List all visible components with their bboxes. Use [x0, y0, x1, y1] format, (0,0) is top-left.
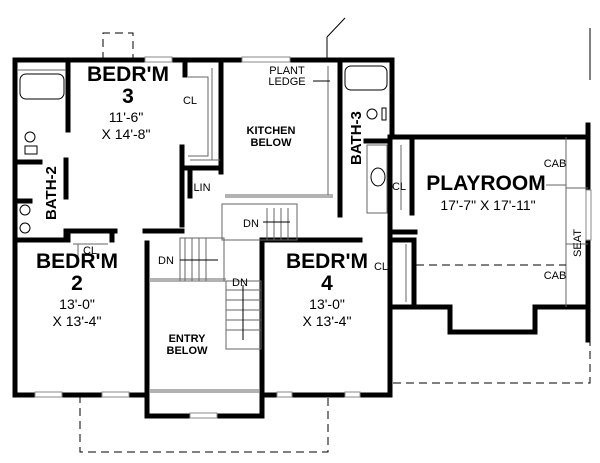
cabinet-label: CAB [544, 158, 567, 170]
room-labels: BEDR'M 3 11'-6" X 14'-8" CL PLANT LEDGE … [36, 63, 584, 357]
stair-down-label: DN [232, 277, 248, 289]
plant-ledge-label-2: LEDGE [268, 76, 305, 88]
entry-label-2: BELOW [167, 345, 209, 357]
playroom-name: PLAYROOM [426, 172, 545, 195]
windows [34, 56, 592, 419]
kitchen-label-1: KITCHEN [247, 125, 296, 137]
seat-label: SEAT [572, 229, 584, 257]
walls [12, 57, 591, 419]
linen-label: LIN [193, 182, 210, 194]
playroom-size: 17'-7" X 17'-11" [440, 197, 535, 213]
bedroom2-width: 13'-0" [59, 296, 95, 312]
stair-down-label: DN [158, 255, 174, 267]
bedroom3-name: BEDR'M [87, 63, 169, 86]
bedroom4-width: 13'-0" [309, 296, 345, 312]
bedroom3-number: 3 [122, 85, 134, 108]
closet-label: CL [83, 245, 97, 257]
bedroom4-name: BEDR'M [286, 250, 368, 273]
cabinet-label: CAB [544, 270, 567, 282]
bedroom2-number: 2 [71, 272, 83, 295]
bedroom4-length: X 13'-4" [303, 313, 352, 329]
kitchen-label-2: BELOW [251, 137, 293, 149]
closet-label: CL [374, 261, 388, 273]
bedroom4-number: 4 [321, 272, 333, 295]
stair-down-label: DN [243, 218, 259, 230]
bedroom2-length: X 13'-4" [53, 313, 102, 329]
stairs[interactable] [150, 203, 298, 393]
bedroom2-name: BEDR'M [36, 250, 118, 273]
closet-label: CL [392, 181, 406, 193]
dashed-outlines [79, 17, 591, 453]
closet-label: CL [183, 95, 197, 107]
bath3-label: BATH-3 [348, 111, 365, 165]
fixtures [18, 65, 588, 307]
bath2-label: BATH-2 [43, 166, 60, 220]
plant-ledge-label-1: PLANT [269, 65, 305, 77]
bedroom3-length: X 14'-8" [102, 126, 151, 142]
entry-label-1: ENTRY [169, 333, 207, 345]
bedroom3-width: 11'-6" [109, 109, 144, 125]
